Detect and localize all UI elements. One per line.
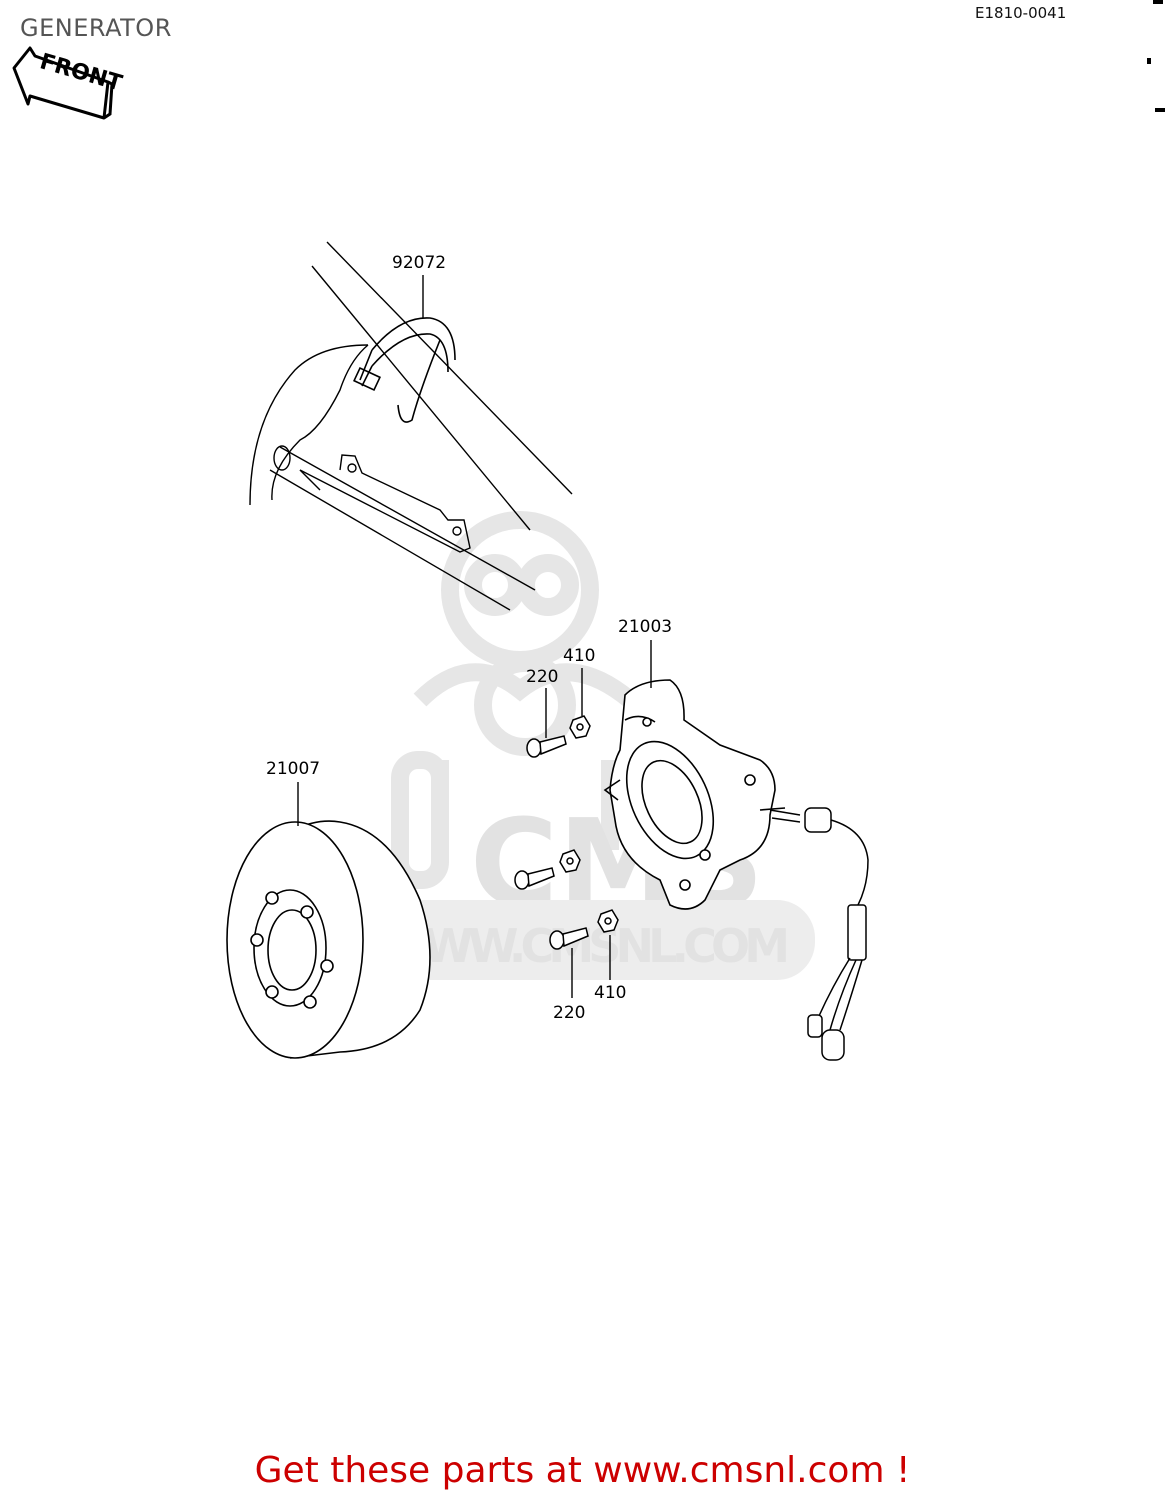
callout-410-lower: 410 bbox=[594, 983, 626, 1003]
callout-410-upper: 410 bbox=[563, 646, 595, 666]
clamp-band bbox=[353, 317, 456, 423]
nut-middle bbox=[559, 849, 581, 873]
callout-92072: 92072 bbox=[392, 253, 446, 273]
scan-edge-mark bbox=[1153, 0, 1163, 4]
callout-leaders bbox=[297, 275, 652, 998]
callout-220-upper: 220 bbox=[526, 667, 558, 687]
watermark-url-text: WWW.CMSNL.COM bbox=[378, 919, 790, 973]
callout-220-lower: 220 bbox=[553, 1003, 585, 1023]
watermark: CMS WWW.CMSNL.COM bbox=[360, 511, 815, 980]
callout-21007: 21007 bbox=[266, 759, 320, 779]
scan-edge-mark bbox=[1147, 58, 1151, 64]
page-title: GENERATOR bbox=[20, 14, 172, 42]
watermark-url-band bbox=[360, 900, 815, 980]
stator-plate bbox=[603, 679, 786, 910]
flywheel-rotor bbox=[226, 820, 431, 1059]
callout-21003: 21003 bbox=[618, 617, 672, 637]
frame-tube bbox=[249, 241, 573, 611]
diagram-code: E1810-0041 bbox=[975, 4, 1067, 22]
footer-promo-link[interactable]: Get these parts at www.cmsnl.com ! bbox=[254, 1450, 911, 1491]
watermark-mascot-icon bbox=[391, 511, 636, 889]
stator-wire-harness bbox=[769, 807, 869, 1061]
screw-lower bbox=[549, 927, 589, 950]
scan-edge-mark bbox=[1155, 108, 1165, 112]
screw-middle bbox=[514, 867, 555, 890]
front-arrow: FRONT bbox=[12, 46, 125, 120]
screw-upper bbox=[526, 735, 567, 758]
nut-lower bbox=[597, 909, 619, 933]
nut-upper bbox=[569, 715, 591, 739]
